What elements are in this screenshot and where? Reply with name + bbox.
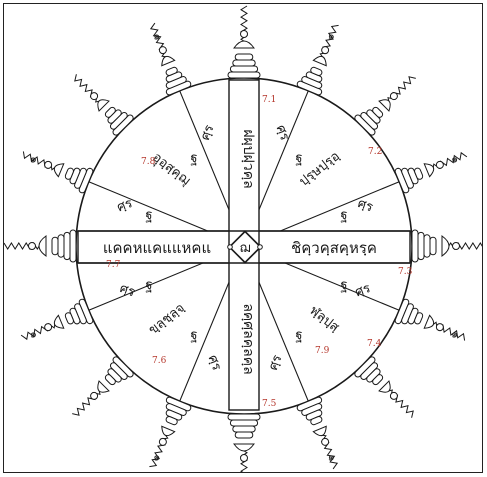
ref-label-7-5: 7.5 (262, 399, 277, 409)
bell-ornament-0 (412, 230, 460, 262)
bell-dome-4 (234, 444, 254, 451)
ref-label-7-4: 7.4 (367, 339, 382, 349)
ray-end-glyph-7: ๑ (30, 327, 37, 340)
zigzag-ray-10 (75, 74, 103, 102)
bell-ring-12-1 (230, 66, 257, 72)
ray-end-glyph-9: ๑ (30, 153, 37, 166)
bell-ring-4-0 (228, 414, 260, 420)
ray-end-glyph-1: ๑ (451, 327, 458, 340)
ref-label-7-1: 7.1 (262, 95, 276, 105)
bell-ring-8-2 (58, 235, 64, 257)
center-glyph: ฌ (239, 241, 250, 256)
bell-knob-8 (29, 243, 36, 250)
bell-dome-3 (313, 426, 329, 438)
bell-knob-3 (321, 437, 330, 446)
sector-small-ese: ฐ (340, 278, 347, 293)
bell-knob-12 (241, 31, 248, 38)
bell-dome-15 (424, 161, 436, 177)
bell-ring-0-2 (424, 235, 430, 257)
bell-ornament-1 (394, 298, 448, 340)
bell-ornament-8 (29, 230, 77, 262)
sector-small-ssw: ฐ (190, 328, 197, 343)
bell-ring-8-1 (64, 232, 70, 259)
bell-dome-0 (442, 236, 449, 256)
bell-dome-11 (159, 54, 175, 66)
bell-ring-12-3 (235, 54, 253, 60)
sector-small-nnw: ฐ (190, 151, 197, 166)
bell-dome-12 (234, 41, 254, 48)
zigzag-ray-2 (385, 390, 413, 418)
zigzag-ray-9 (23, 151, 57, 169)
ref-label-7-3: 7.3 (398, 267, 413, 277)
zigzag-ray-6 (72, 387, 100, 415)
ray-end-glyph-11: ๑ (153, 29, 160, 42)
bell-ornament-5 (150, 396, 192, 450)
center-dot-east (258, 245, 263, 250)
bell-ring-0-3 (430, 237, 436, 255)
bell-ring-12-0 (228, 72, 260, 78)
east-script: ชิคฺวคฺสคฺหรฺค (291, 239, 377, 257)
center-dot-west (228, 245, 233, 250)
bell-dome-8 (39, 236, 46, 256)
bell-ring-12-2 (233, 60, 255, 66)
bell-ring-8-3 (52, 237, 58, 255)
ref-label-7-2: 7.2 (368, 147, 382, 157)
ref-label-7-7: 7.7 (106, 260, 121, 270)
bell-knob-10 (89, 91, 99, 101)
ray-end-glyph-3: ๑ (328, 451, 335, 464)
bell-ornament-3 (296, 396, 338, 450)
bell-ornament-9 (40, 152, 94, 194)
bell-knob-6 (89, 391, 99, 401)
bell-ornament-4 (228, 414, 260, 462)
zigzag-ray-14 (388, 77, 416, 105)
bell-ornament-15 (394, 152, 448, 194)
bell-knob-0 (453, 243, 460, 250)
bell-ring-4-2 (233, 426, 255, 432)
ray-end-glyph-13: ๑ (328, 29, 335, 42)
sector-small-ene: ฐ (340, 208, 347, 223)
ray-end-glyph-15: ๑ (451, 153, 458, 166)
sector-small-wsw: ฐ (145, 278, 152, 293)
bell-ring-4-1 (230, 420, 257, 426)
ref-label-7-6: 7.6 (152, 356, 167, 366)
west-script: แคคหแคแแหคแ (103, 239, 211, 257)
bell-ring-4-3 (235, 432, 253, 438)
ref-label-7-8: 7.8 (141, 157, 156, 167)
south-script: ลคฺศฺลคฺลคฺล (240, 303, 256, 374)
bell-knob-4 (241, 455, 248, 462)
bell-knob-2 (389, 391, 399, 401)
ray-end-glyph-5: ๑ (153, 451, 160, 464)
bell-ornament-13 (296, 42, 338, 96)
bell-knob-14 (389, 91, 399, 101)
bell-ornament-12 (228, 31, 260, 79)
bell-ornament-7 (40, 298, 94, 340)
north-script: ฝผฺปฝฺวคฺล (240, 129, 256, 188)
sector-small-sse: ฐ (295, 328, 302, 343)
bell-knob-15 (435, 160, 444, 169)
bell-ornament-11 (150, 42, 192, 96)
bell-dome-7 (52, 315, 64, 331)
bell-ring-8-0 (70, 230, 76, 262)
bell-knob-7 (44, 323, 53, 332)
zigzag-ray-1 (430, 322, 464, 340)
bell-ring-0-1 (418, 232, 424, 259)
sector-small-nne: ฐ (295, 151, 302, 166)
bell-ring-0-0 (412, 230, 418, 262)
ref-label-7-9: 7.9 (315, 346, 330, 356)
bell-knob-11 (158, 46, 167, 55)
diagram-frame: ฌ แคคหแคแแหคแ ชิคฺวคฺสคฺหรฺค ฝผฺปฝฺวคฺล … (3, 3, 483, 473)
sector-small-wnw: ฐ (145, 208, 152, 223)
yantra-diagram: ฌ แคคหแคแแหคแ ชิคฺวคฺสคฺหรฺค ฝผฺปฝฺวคฺล … (4, 4, 483, 473)
